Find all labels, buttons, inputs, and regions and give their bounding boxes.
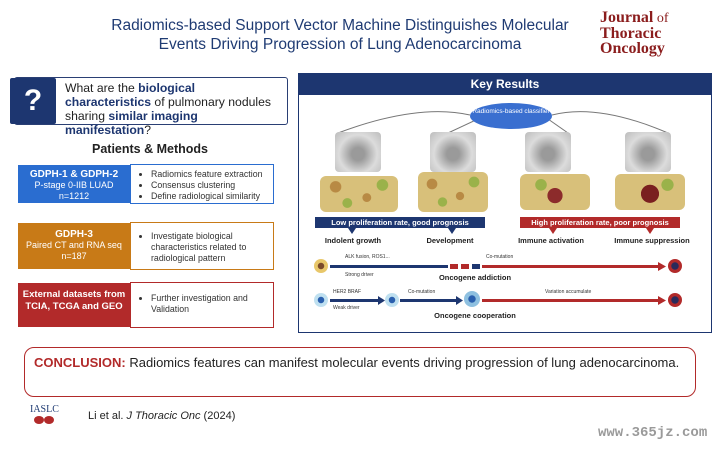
band-high-proliferation: High proliferation rate, poor prognosis [520, 217, 680, 228]
driver2-label: HER2 BRAF [333, 289, 362, 295]
title-line-2: Events Driving Progression of Lung Adeno… [158, 36, 522, 53]
variation-label: Variation accumulate [545, 289, 592, 295]
cell-icon [668, 293, 682, 307]
question-text: What are the biological characteristics … [65, 81, 271, 137]
cell-icon [668, 259, 682, 273]
cells-immune-suppression [615, 174, 685, 210]
cell-icon [464, 291, 480, 307]
watermark: www.365jz.com [598, 425, 708, 441]
lungs-icon [34, 416, 54, 424]
conclusion-text: CONCLUSION: Radiomics features can manif… [34, 355, 680, 370]
driver2-sublabel: Weak driver [333, 305, 360, 311]
cells-development [418, 172, 488, 212]
arrow-down-icon [348, 228, 356, 234]
ct-image-3 [525, 132, 571, 172]
comutation1-label: Co-mutation [486, 254, 514, 260]
cells-immune-activation [520, 174, 590, 210]
title-line-1: Radiomics-based Support Vector Machine D… [111, 17, 569, 34]
oncogene-cooperation-label: Oncogene cooperation [434, 311, 516, 320]
question-box [14, 77, 288, 125]
iaslc-logo: IASLC [30, 404, 59, 428]
conclusion-box [24, 347, 696, 397]
driver1-sublabel: Strong driver [345, 272, 374, 278]
label-development: Development [426, 236, 474, 245]
citation: Li et al. J Thoracic Onc (2024) [88, 410, 236, 422]
band-low-proliferation: Low proliferation rate, good prognosis [315, 217, 485, 228]
journal-logo: Journal of Thoracic Oncology [600, 9, 669, 57]
question-mark-icon: ? [10, 78, 56, 124]
methods-gdph3: Investigate biological characteristics r… [130, 222, 274, 270]
cohort-gdph12: GDPH-1 & GDPH-2 P-stage 0-IIB LUAD n=121… [18, 165, 130, 203]
key-results-title: Key Results [298, 73, 712, 95]
arrow-down-icon [448, 228, 456, 234]
ct-image-1 [335, 132, 381, 172]
methods-gdph12: Radiomics feature extraction Consensus c… [130, 164, 274, 204]
classifier-arcs [337, 111, 669, 134]
ct-image-4 [625, 132, 671, 172]
cell-icon [314, 259, 328, 273]
classifier-node: Radiomics-based classifier [470, 103, 552, 129]
cells-indolent [320, 176, 398, 212]
ct-image-2 [430, 132, 476, 172]
patients-methods-title: Patients & Methods [92, 142, 208, 156]
oncogene-addiction-label: Oncogene addiction [438, 273, 512, 282]
cell-icon [314, 293, 328, 307]
methods-external: Further investigation and Validation [130, 282, 274, 328]
driver1-label: ALK fusion, ROS1... [345, 254, 390, 260]
label-indolent-growth: Indolent growth [324, 236, 382, 245]
comutation2-label: Co-mutation [408, 289, 436, 295]
label-immune-suppression: Immune suppression [614, 236, 690, 245]
cohort-external: External datasets from TCIA, TCGA and GE… [18, 283, 130, 327]
label-immune-activation: Immune activation [518, 236, 584, 245]
cooperation-arrow [330, 296, 666, 305]
arrow-down-icon [646, 228, 654, 234]
cell-icon [385, 293, 399, 307]
graphical-abstract-title: Radiomics-based Support Vector Machine D… [80, 16, 600, 54]
arrow-down-icon [549, 228, 557, 234]
addiction-arrow [330, 262, 666, 271]
cohort-gdph3: GDPH-3 Paired CT and RNA seq n=187 [18, 223, 130, 269]
